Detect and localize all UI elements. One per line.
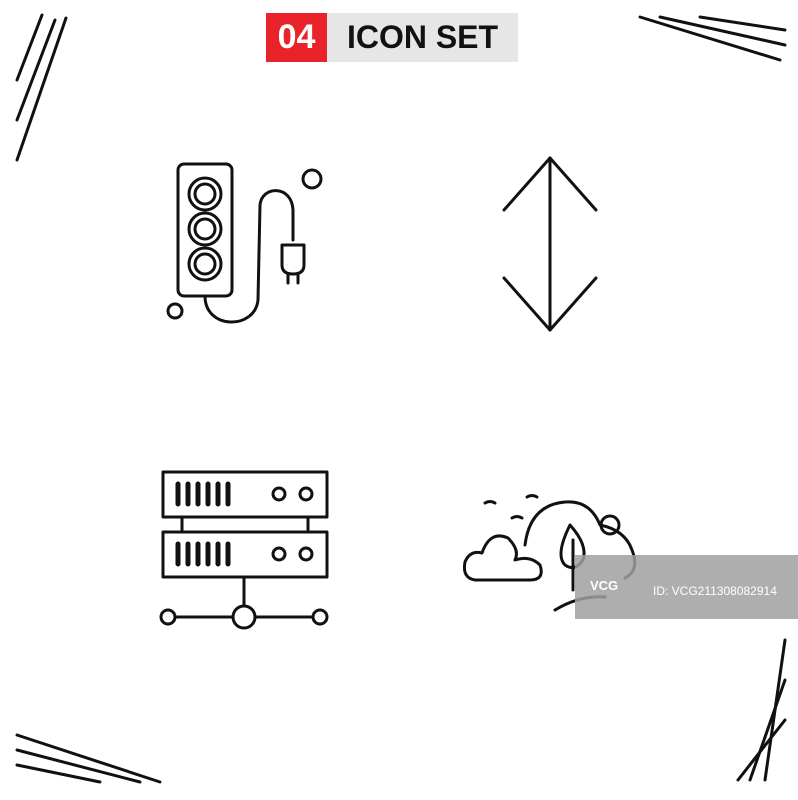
watermark-id: ID: VCG211308082914 bbox=[653, 584, 777, 598]
watermark-logo: VCG bbox=[590, 578, 619, 593]
set-number-badge: 04 bbox=[266, 13, 327, 62]
server-network-icon bbox=[159, 470, 329, 630]
vertical-arrows-icon bbox=[502, 156, 598, 332]
watermark-box bbox=[575, 555, 798, 619]
set-title: ICON SET bbox=[327, 13, 518, 62]
corner-lines-decoration bbox=[15, 13, 787, 784]
power-strip-icon bbox=[166, 162, 323, 324]
